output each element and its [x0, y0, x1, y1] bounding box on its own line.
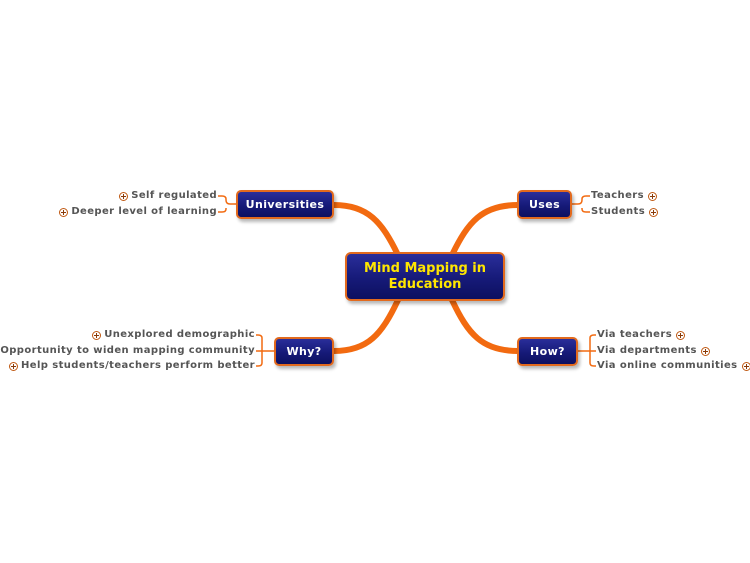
subtopic-label: Teachers [591, 190, 644, 201]
subtopic-label: Via online communities [597, 360, 738, 371]
central-topic-line2: Education [388, 276, 462, 292]
plus-circle-icon[interactable] [647, 191, 657, 201]
connector-uses-children [572, 195, 590, 213]
subtopic-label: Unexplored demographic [104, 329, 255, 340]
connector-how-children [578, 334, 596, 367]
connector-why-children [256, 334, 274, 367]
subtopic-label: Students [591, 206, 646, 217]
topic-how-label: How? [530, 345, 565, 358]
plus-circle-icon[interactable] [700, 346, 710, 356]
subtopic-label: Help students/teachers perform better [21, 360, 255, 371]
subtopic-self-regulated[interactable]: Self regulated [119, 189, 217, 203]
subtopic-label: Self regulated [131, 190, 217, 201]
subtopic-teachers[interactable]: Teachers [591, 189, 657, 203]
plus-circle-icon[interactable] [92, 330, 102, 340]
connector-why [331, 297, 401, 354]
plus-circle-icon[interactable] [741, 361, 750, 371]
subtopic-perform-better[interactable]: Help students/teachers perform better [9, 359, 255, 373]
subtopic-label: Via teachers [597, 329, 673, 340]
subtopic-widen-community[interactable]: Opportunity to widen mapping community [0, 344, 255, 358]
plus-circle-icon[interactable] [676, 330, 686, 340]
plus-circle-icon[interactable] [649, 207, 659, 217]
central-topic-line1: Mind Mapping in [363, 260, 487, 276]
plus-circle-icon[interactable] [9, 361, 19, 371]
plus-circle-icon[interactable] [59, 207, 69, 217]
connector-universities-children [218, 195, 236, 213]
subtopic-students[interactable]: Students [591, 205, 659, 219]
topic-why-label: Why? [286, 345, 322, 358]
topic-universities[interactable]: Universities [236, 190, 334, 219]
subtopic-label: Deeper level of learning [71, 206, 217, 217]
subtopic-label: Opportunity to widen mapping community [0, 345, 255, 356]
subtopic-via-departments[interactable]: Via departments [597, 344, 710, 358]
subtopic-deeper-learning[interactable]: Deeper level of learning [59, 205, 217, 219]
topic-why[interactable]: Why? [274, 337, 334, 366]
subtopic-unexplored-demographic[interactable]: Unexplored demographic [92, 328, 255, 342]
central-topic[interactable]: Mind Mapping in Education [345, 252, 505, 301]
connector-uses [449, 202, 521, 258]
topic-universities-label: Universities [245, 198, 325, 211]
subtopic-label: Via departments [597, 345, 697, 356]
connector-universities [331, 202, 401, 258]
topic-how[interactable]: How? [517, 337, 578, 366]
plus-circle-icon[interactable] [119, 191, 129, 201]
subtopic-via-online[interactable]: Via online communities [597, 359, 750, 373]
topic-uses[interactable]: Uses [517, 190, 572, 219]
subtopic-via-teachers[interactable]: Via teachers [597, 328, 686, 342]
topic-uses-label: Uses [528, 198, 561, 211]
connector-how [449, 297, 521, 354]
